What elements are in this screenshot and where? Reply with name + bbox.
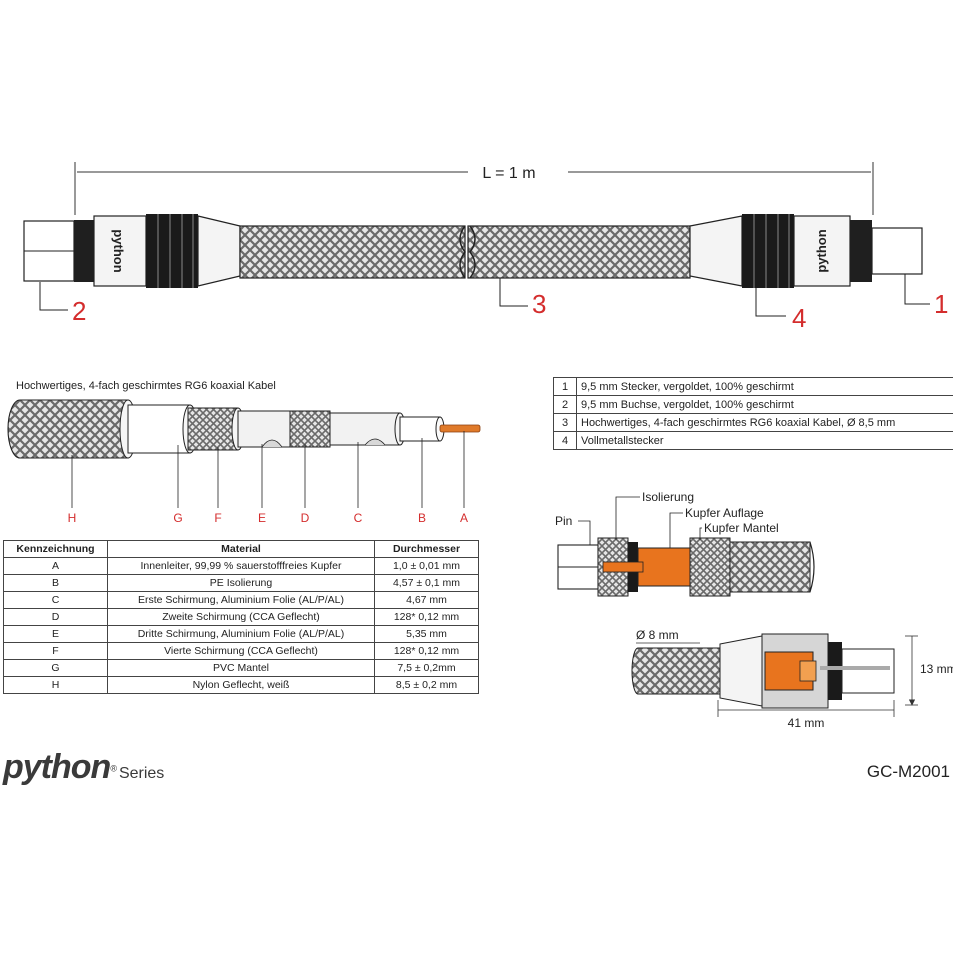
label-kupfer-auflage: Kupfer Auflage — [685, 506, 764, 520]
layer-letter-g: G — [173, 511, 182, 525]
brand-word: python — [3, 748, 111, 786]
label-pin: Pin — [555, 514, 572, 528]
layer-letter-a: A — [460, 511, 468, 525]
length-label: L = 1 m — [482, 165, 535, 182]
cell-material: PE Isolierung — [107, 574, 375, 592]
cell-diameter: 128* 0,12 mm — [374, 608, 479, 626]
callout-1: 1 — [934, 289, 948, 319]
cell-material: Erste Schirmung, Aluminium Folie (AL/P/A… — [107, 591, 375, 609]
header-material: Material — [107, 540, 375, 558]
cell-code: A — [3, 557, 108, 575]
label-kupfer-mantel: Kupfer Mantel — [704, 521, 779, 535]
layer-letter-h: H — [68, 511, 77, 525]
dim-diameter: Ø 8 mm — [636, 628, 679, 642]
cell-diameter: 1,0 ± 0,01 mm — [374, 557, 479, 575]
connector-logo-left: python — [111, 229, 126, 272]
callout-3: 3 — [532, 289, 546, 319]
connector-dimensioned: Ø 8 mm 13 mm 41 mm — [631, 628, 953, 730]
cell-code: E — [3, 625, 108, 643]
callout-2: 2 — [72, 296, 86, 326]
connector-female: python — [23, 214, 241, 288]
spec-table-header: Kennzeichnung Material Durchmesser — [3, 540, 479, 558]
connector-logo-right: python — [814, 229, 829, 272]
connector-section: Pin Isolierung Kupfer Auflage Kupfer Man… — [555, 490, 815, 597]
cell-code: G — [3, 659, 108, 677]
product-code: GC-M2001 — [866, 762, 950, 781]
cell-diameter: 4,57 ± 0,1 mm — [374, 574, 479, 592]
cell-diameter: 7,5 ± 0,2mm — [374, 659, 479, 677]
cell-material: Vierte Schirmung (CCA Geflecht) — [107, 642, 375, 660]
part-description: 9,5 mm Stecker, vergoldet, 100% geschirm… — [576, 377, 953, 396]
label-isolierung: Isolierung — [642, 490, 694, 504]
callouts: 2 3 4 1 — [39, 274, 948, 333]
cell-code: C — [3, 591, 108, 609]
cell-material: Zweite Schirmung (CCA Geflecht) — [107, 608, 375, 626]
part-description: Vollmetallstecker — [576, 431, 953, 450]
layer-letter-d: D — [301, 511, 310, 525]
cell-diameter: 8,5 ± 0,2 mm — [374, 676, 479, 694]
part-number: 3 — [553, 413, 577, 432]
cell-code: F — [3, 642, 108, 660]
cable-layers: H G F E D C B A — [7, 399, 481, 525]
cable-title: Hochwertiges, 4-fach geschirmtes RG6 koa… — [16, 380, 276, 392]
header-durchmesser: Durchmesser — [374, 540, 479, 558]
part-description: 9,5 mm Buchse, vergoldet, 100% geschirmt — [576, 395, 953, 414]
dim-height: 13 mm — [920, 662, 953, 676]
part-number: 4 — [553, 431, 577, 450]
header-kennzeichnung: Kennzeichnung — [3, 540, 108, 558]
brand-series: Series — [118, 765, 165, 782]
part-number: 2 — [553, 395, 577, 414]
part-number: 1 — [553, 377, 577, 396]
brand-logo: python®Series — [3, 748, 164, 787]
layer-letter-c: C — [354, 511, 363, 525]
callout-4: 4 — [792, 303, 806, 333]
cell-material: Innenleiter, 99,99 % sauerstofffreies Ku… — [107, 557, 375, 575]
cell-material: Dritte Schirmung, Aluminium Folie (AL/P/… — [107, 625, 375, 643]
brand-registered: ® — [110, 763, 117, 774]
cell-code: B — [3, 574, 108, 592]
cell-code: D — [3, 608, 108, 626]
layer-letter-b: B — [418, 511, 426, 525]
cell-diameter: 128* 0,12 mm — [374, 642, 479, 660]
dim-length: 41 mm — [788, 716, 825, 730]
cell-diameter: 5,35 mm — [374, 625, 479, 643]
cell-material: Nylon Geflecht, weiß — [107, 676, 375, 694]
length-dimension: L = 1 m — [74, 162, 874, 215]
cell-code: H — [3, 676, 108, 694]
layer-letter-e: E — [258, 511, 266, 525]
part-description: Hochwertiges, 4-fach geschirmtes RG6 koa… — [576, 413, 953, 432]
cable-braid — [239, 225, 691, 279]
layer-letter-f: F — [214, 511, 221, 525]
cell-material: PVC Mantel — [107, 659, 375, 677]
cell-diameter: 4,67 mm — [374, 591, 479, 609]
connector-male: python — [689, 214, 923, 288]
